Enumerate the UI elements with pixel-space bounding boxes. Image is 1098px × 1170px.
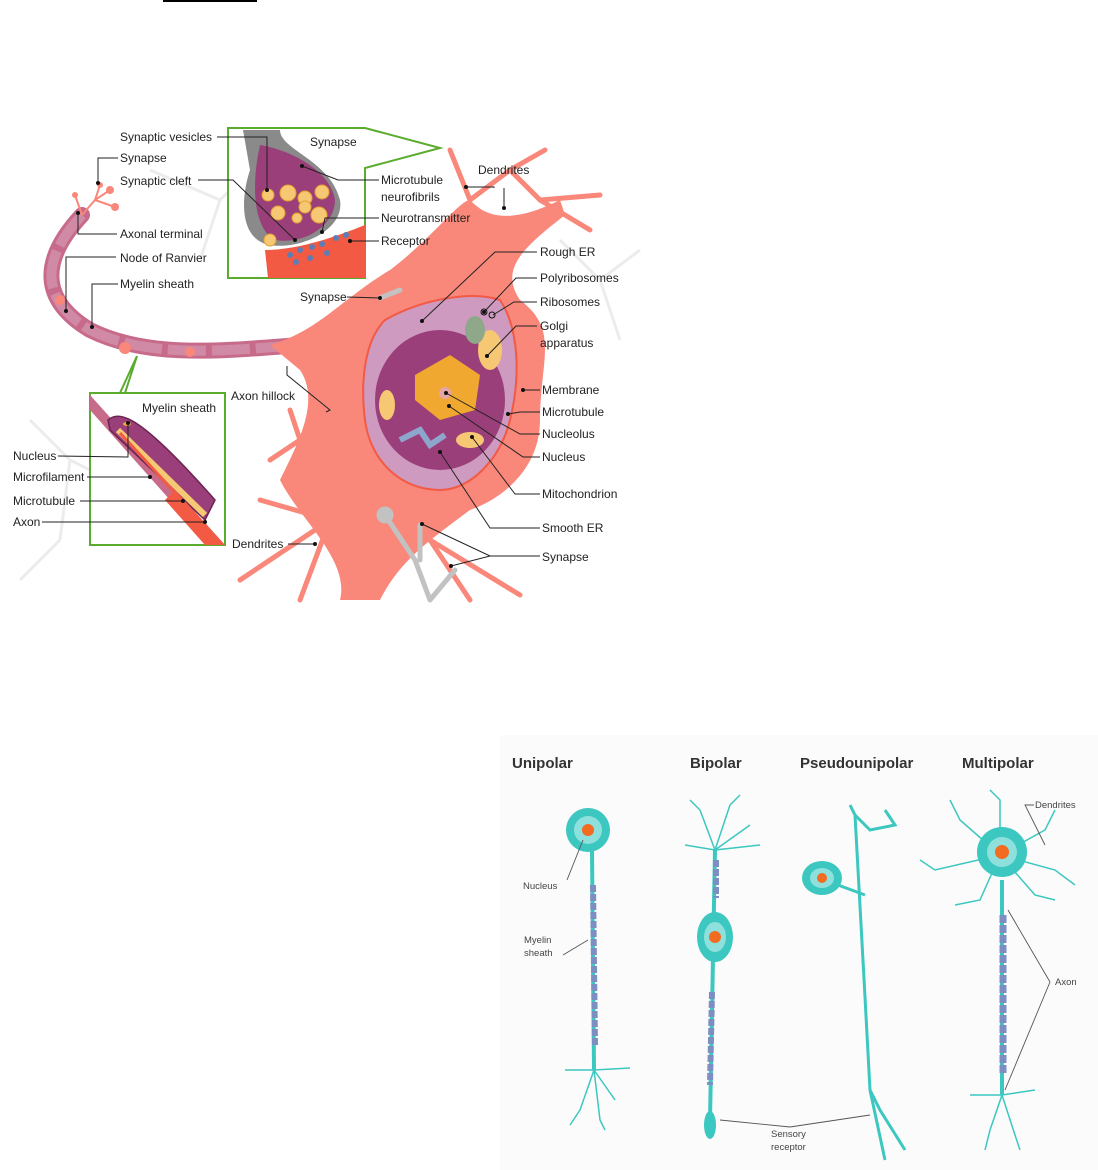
label-myelin-sheath: Myelin sheath bbox=[120, 277, 194, 291]
label-microtubule-neurofibrils: Microtubule bbox=[381, 173, 443, 187]
label-microtubule-neurofibrils-2: neurofibrils bbox=[381, 190, 440, 204]
unipolar-neuron bbox=[565, 808, 631, 1131]
title-unipolar: Unipolar bbox=[512, 755, 573, 772]
neuron-types-diagram: Unipolar Bipolar Pseudounipolar Multipol… bbox=[500, 735, 1098, 1170]
label-types-dendrites: Dendrites bbox=[1035, 800, 1076, 811]
label-microtubule-left: Microtubule bbox=[13, 494, 75, 508]
pseudounipolar-neuron bbox=[802, 804, 907, 1161]
label-nucleus-right: Nucleus bbox=[542, 450, 585, 464]
label-types-sensory: Sensory bbox=[771, 1129, 806, 1140]
label-membrane: Membrane bbox=[542, 383, 600, 397]
label-axon: Axon bbox=[13, 515, 40, 529]
label-neurotransmitter: Neurotransmitter bbox=[381, 211, 470, 225]
top-underline bbox=[163, 0, 257, 2]
axonal-terminal bbox=[72, 182, 119, 216]
label-rough-er: Rough ER bbox=[540, 245, 596, 259]
neuron-anatomy-diagram: Synapse Myelin sheath bbox=[13, 127, 641, 603]
label-node-of-ranvier: Node of Ranvier bbox=[120, 251, 207, 265]
label-nucleolus: Nucleolus bbox=[542, 427, 595, 441]
myelin-callout: Myelin sheath bbox=[89, 355, 226, 546]
golgi-shape bbox=[478, 330, 502, 370]
mitochondrion-shape bbox=[456, 432, 484, 448]
smooth-er-shape bbox=[398, 426, 447, 450]
receptor-shapes bbox=[287, 232, 349, 265]
nucleus-shape bbox=[415, 355, 480, 420]
types-leader-lines bbox=[562, 804, 1051, 1128]
label-synaptic-vesicles: Synaptic vesicles bbox=[120, 130, 212, 144]
synapse-branches bbox=[376, 287, 458, 603]
title-pseudounipolar: Pseudounipolar bbox=[800, 755, 914, 772]
myelin-callout-title: Myelin sheath bbox=[142, 401, 216, 415]
synapse-callout-title: Synapse bbox=[310, 135, 357, 149]
label-dendrites-top: Dendrites bbox=[478, 163, 529, 177]
label-golgi: Golgi bbox=[540, 319, 568, 333]
label-types-myelin-2: sheath bbox=[524, 948, 553, 959]
label-types-myelin: Myelin bbox=[524, 935, 551, 946]
label-microfilament: Microfilament bbox=[13, 470, 85, 484]
label-mitochondrion: Mitochondrion bbox=[542, 487, 617, 501]
title-multipolar: Multipolar bbox=[962, 755, 1034, 772]
label-microtubule-right: Microtubule bbox=[542, 405, 604, 419]
title-bipolar: Bipolar bbox=[690, 755, 742, 772]
anatomy-labels: Synaptic vesicles Synapse Synaptic cleft… bbox=[13, 130, 619, 564]
label-synapse-mid: Synapse bbox=[300, 290, 347, 304]
label-synapse-top: Synapse bbox=[120, 151, 167, 165]
label-synaptic-cleft: Synaptic cleft bbox=[120, 174, 192, 188]
leader-lines bbox=[42, 136, 540, 568]
label-synapse-bottom: Synapse bbox=[542, 550, 589, 564]
label-axon-hillock: Axon hillock bbox=[231, 389, 296, 403]
label-axonal-terminal: Axonal terminal bbox=[120, 227, 203, 241]
label-types-sensory-2: receptor bbox=[771, 1142, 806, 1153]
node-of-ranvier-mark bbox=[119, 342, 131, 354]
ribosomes-shape bbox=[480, 308, 488, 316]
label-golgi-2: apparatus bbox=[540, 336, 593, 350]
label-dendrites-bottom: Dendrites bbox=[232, 537, 283, 551]
label-smooth-er: Smooth ER bbox=[542, 521, 604, 535]
cell-body-interior bbox=[362, 295, 518, 492]
label-polyribosomes: Polyribosomes bbox=[540, 271, 619, 285]
label-nucleus-left: Nucleus bbox=[13, 449, 56, 463]
label-receptor: Receptor bbox=[381, 234, 430, 248]
label-types-axon: Axon bbox=[1055, 977, 1077, 988]
bipolar-neuron bbox=[684, 794, 761, 1139]
axon bbox=[43, 207, 308, 359]
multipolar-neuron bbox=[919, 789, 1076, 1151]
label-ribosomes: Ribosomes bbox=[540, 295, 600, 309]
sensory-receptor-shape bbox=[704, 1111, 716, 1139]
label-types-nucleus: Nucleus bbox=[523, 881, 558, 892]
